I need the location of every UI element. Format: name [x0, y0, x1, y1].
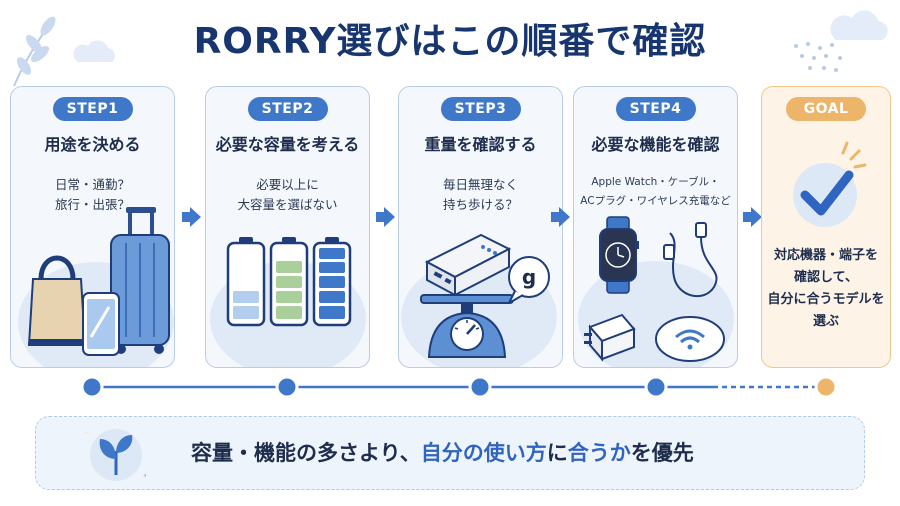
goal-description: 対応機器・端子を確認して、自分に合うモデルを選ぶ — [767, 248, 885, 329]
step-description: 必要以上に大容量を選ばない — [237, 177, 338, 212]
ac-plug-icon — [584, 313, 636, 362]
smartwatch-icon — [599, 216, 639, 294]
step-badge: STEP2 — [247, 97, 328, 121]
battery-medium-icon — [269, 237, 309, 327]
accessories-illustration — [578, 216, 734, 367]
svg-text:✦: ✦ — [142, 471, 146, 482]
battery-full-icon — [312, 237, 352, 327]
arrow-right-icon — [743, 207, 762, 227]
tote-bag-icon — [27, 278, 87, 346]
step-card-1: STEP1 用途を決める 日常・通勤？旅行・出張？ — [10, 86, 175, 368]
goal-card: GOAL 対応機器・端子を確認して、自分に合うモデルを選ぶ — [761, 86, 891, 368]
wireless-charger-icon — [655, 316, 725, 362]
step-card-3: STEP3 重量を確認する 毎日無理なく持ち歩ける？ g — [398, 86, 563, 368]
suitcase-icon — [110, 207, 170, 354]
step-card-2: STEP2 必要な容量を考える 必要以上に大容量を選ばない — [205, 86, 370, 368]
arrow-right-icon — [376, 207, 395, 227]
progress-timeline — [80, 375, 838, 399]
summary-banner: ✦ ✦ 容量・機能の多さより、自分の使い方に合うかを優先 — [35, 416, 865, 490]
goal-badge: GOAL — [786, 97, 866, 121]
battery-capacity-illustration — [210, 237, 366, 367]
arrow-right-icon — [182, 207, 201, 227]
checkmark-icon — [793, 141, 867, 227]
dots-decoration — [794, 42, 842, 72]
timeline-dot-goal — [814, 375, 838, 399]
page-title: RORRY選びはこの順番で確認 — [193, 21, 707, 62]
svg-text:✦: ✦ — [86, 426, 88, 440]
step-badge: STEP3 — [440, 97, 521, 121]
step-title: 重量を確認する — [424, 135, 537, 154]
summary-text: 容量・機能の多さより、自分の使い方に合うかを優先 — [191, 441, 694, 465]
leaf-branch-decoration — [13, 16, 56, 87]
timeline-dot-step1 — [80, 375, 104, 399]
speech-bubble-icon: g — [508, 256, 550, 304]
smartphone-icon — [82, 292, 120, 356]
battery-low-icon — [226, 237, 266, 327]
step-description: 日常・通勤？旅行・出張？ — [54, 177, 130, 212]
sprout-icon: ✦ ✦ — [86, 426, 146, 482]
weight-scale-illustration: g — [401, 233, 557, 367]
step-title: 必要な容量を考える — [215, 135, 360, 154]
scale-icon — [420, 294, 514, 358]
cable-icon — [663, 222, 718, 297]
cloud-left-decoration — [73, 40, 115, 62]
step-description: 毎日無理なく持ち歩ける？ — [442, 177, 518, 212]
weight-unit-label: g — [522, 265, 536, 289]
power-bank-icon — [424, 233, 512, 297]
step-badge: STEP1 — [52, 97, 133, 121]
timeline-dot-step3 — [468, 375, 492, 399]
step-title: 必要な機能を確認 — [591, 135, 720, 154]
step-card-4: STEP4 必要な機能を確認 Apple Watch・ケーブル・ACプラグ・ワイ… — [573, 86, 738, 368]
travel-bags-illustration — [18, 207, 174, 367]
cloud-right-decoration — [830, 10, 888, 40]
timeline-dot-step4 — [644, 375, 668, 399]
timeline-dot-step2 — [275, 375, 299, 399]
step-title: 用途を決める — [44, 135, 141, 154]
step-description: Apple Watch・ケーブル・ACプラグ・ワイヤレス充電など — [580, 176, 731, 207]
step-badge: STEP4 — [615, 97, 696, 121]
arrow-right-icon — [551, 207, 570, 227]
